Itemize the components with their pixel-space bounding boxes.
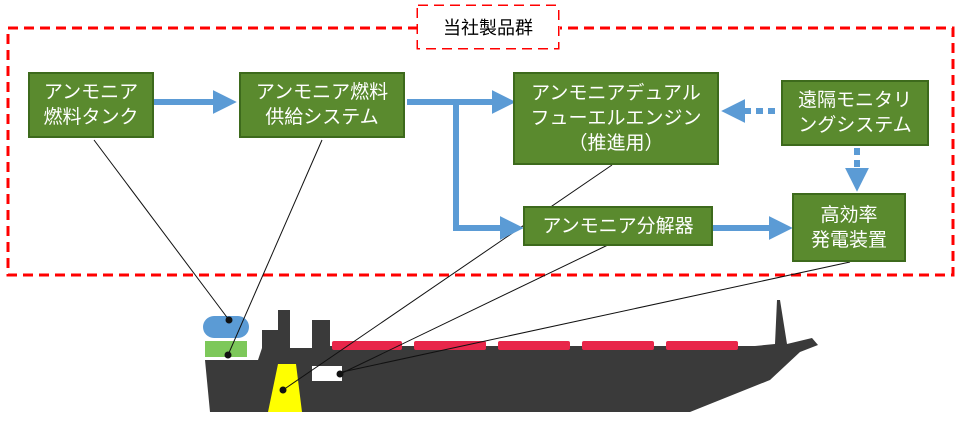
- box-text-line: 発電装置: [810, 228, 887, 251]
- box-text-line: アンモニア: [43, 81, 139, 103]
- dual-fuel-engine-box: アンモニアデュアル フューエルエンジン （推進用）: [513, 72, 719, 165]
- box-text-line: （推進用）: [568, 132, 664, 154]
- box-text-line: アンモニアデュアル: [531, 82, 701, 104]
- ship-funnel: [262, 330, 284, 360]
- box-text-line: アンモニア燃料: [255, 81, 389, 103]
- leader-line-engine: [282, 164, 613, 391]
- cargo-tank: [582, 341, 654, 350]
- leader-dot: [279, 386, 287, 394]
- ship-hull: [205, 300, 818, 412]
- ammonia-decomposer-box: アンモニア分解器: [523, 206, 713, 246]
- box-text-line: ングシステム: [798, 114, 912, 136]
- leader-dot: [224, 351, 232, 359]
- leader-dot: [336, 370, 344, 378]
- cargo-tank: [498, 341, 570, 350]
- leader-line-generator: [341, 261, 851, 373]
- high-efficiency-generator-box: 高効率 発電装置: [792, 193, 906, 262]
- product-group-label: 当社製品群: [418, 6, 558, 48]
- cargo-tank: [666, 341, 738, 350]
- product-group-boundary: [6, 26, 955, 277]
- cargo-tank: [414, 341, 486, 350]
- arrow-supply-to-decomposer: [453, 102, 524, 240]
- supply-unit-icon: [205, 341, 247, 357]
- remote-monitoring-system-box: 遠隔モニタリ ングシステム: [781, 80, 929, 146]
- decomposer-icon: [312, 366, 342, 381]
- ship: [203, 300, 818, 412]
- box-text-line: 遠隔モニタリ: [797, 89, 912, 111]
- cargo-tank: [332, 341, 402, 350]
- box-text-line: フューエルエンジン: [530, 107, 702, 129]
- box-text-line: 燃料タンク: [43, 106, 139, 128]
- leader-line-tank: [93, 139, 230, 321]
- ammonia-fuel-tank-box: アンモニア 燃料タンク: [28, 72, 154, 138]
- fuel-supply-system-box: アンモニア燃料 供給システム: [239, 72, 405, 138]
- leader-dot: [225, 316, 233, 324]
- leader-dots: [224, 316, 344, 394]
- box-text-line: アンモニア分解器: [542, 214, 694, 237]
- leader-line-supply: [227, 139, 323, 356]
- box-text-line: 供給システム: [265, 106, 379, 128]
- leader-lines: [93, 139, 851, 391]
- box-text-line: 高効率: [820, 203, 878, 226]
- flow-arrows: [152, 90, 869, 240]
- leader-line-decomposer: [339, 242, 613, 375]
